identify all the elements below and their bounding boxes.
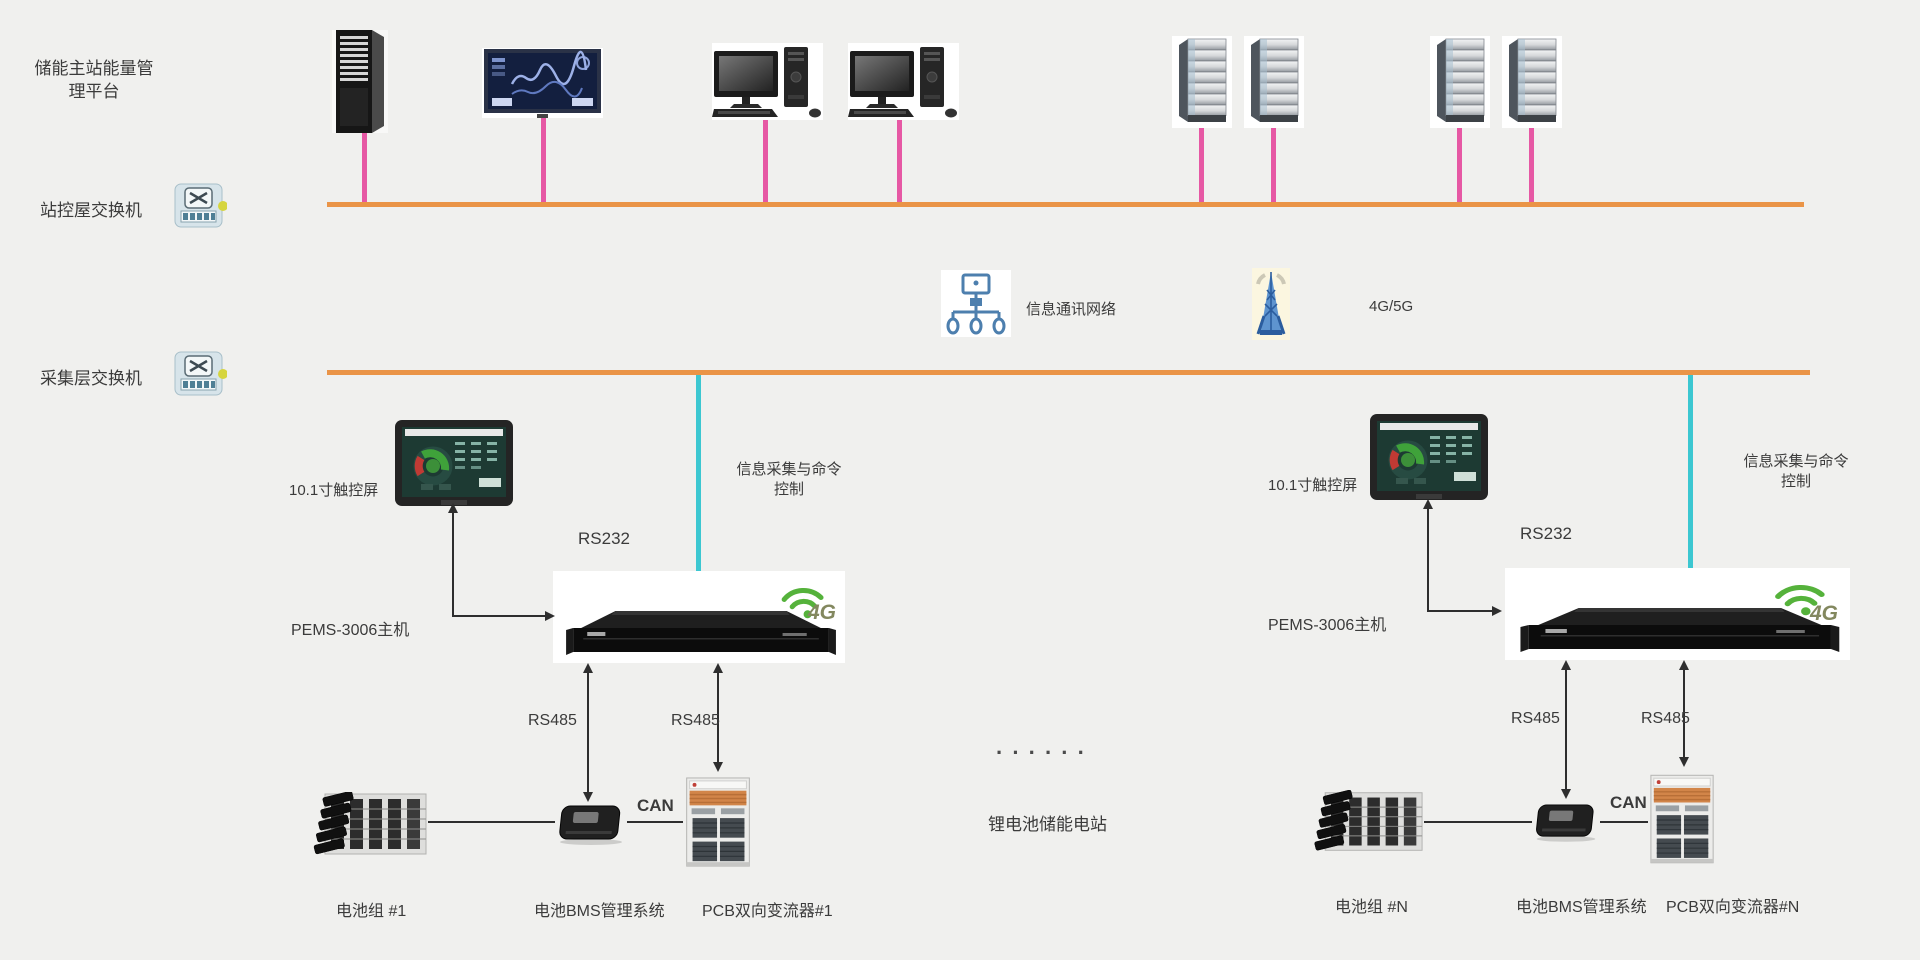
connector-host-pcs-2 [1683,668,1685,758]
arrowhead [1679,757,1689,767]
pems-host-icon-2: 4G [1505,568,1850,660]
pems-host-icon-1: 4G [553,571,845,663]
battery-label-2: 电池组 #N [1335,899,1408,916]
station-name-label: 锂电池储能电站 [988,815,1107,834]
arrowhead [1423,499,1433,509]
arrowhead [583,792,593,802]
rs485-bms-label-1: RS485 [528,712,577,729]
uplink-desktop-2 [897,119,902,202]
pems-label-1: PEMS-3006主机 [291,622,410,639]
touchscreen-icon-2 [1370,414,1488,502]
uplink-desktop-1 [763,119,768,202]
connector-host-bms-2 [1565,668,1567,790]
arrowhead [1679,660,1689,670]
station-switch-label: 站控屋交换机 [40,201,142,220]
connector-host-bms-1 [587,671,589,793]
can-label-1: CAN [637,796,674,815]
connector-battery-bms-1 [428,821,555,823]
platform-label: 储能主站能量管理平台 [34,59,154,101]
rs485-pcs-label-1: RS485 [671,712,720,729]
pcs-cabinet-icon-2 [1650,774,1714,864]
uplink-rack-2 [1271,127,1276,202]
connector-host-touch-2 [1427,508,1429,612]
connector-bms-pcs-1 [627,821,683,823]
uplink-rack-1 [1199,127,1204,202]
pcs-label-1: PCB双向变流器#1 [702,903,833,920]
can-label-2: CAN [1610,793,1647,812]
pcs-label-2: PCB双向变流器#N [1666,899,1800,916]
rack-server-icon-1 [1172,36,1232,128]
station-layer-bus [327,202,1804,207]
battery-pack-icon-2 [1306,790,1423,852]
server-tower-icon [332,30,388,133]
uplink-server-tower [362,131,367,202]
arrowhead [545,611,555,621]
desktop-computer-icon-1 [712,43,823,120]
connector-host-touch-1 [452,512,454,617]
arrowhead [713,663,723,673]
bms-label-2: 电池BMS管理系统 [1516,899,1647,916]
network-icon [941,270,1011,337]
rs232-label-1: RS232 [578,529,630,548]
arrowhead [1492,606,1502,616]
antenna-tower-icon [1252,268,1290,340]
touchscreen-icon-1 [395,420,513,508]
desktop-computer-icon-2 [848,43,959,120]
connector-host-touch-1b [452,615,546,617]
bms-device-icon-2 [1535,804,1596,843]
touchscreen-label-1: 10.1寸触控屏 [289,482,379,499]
downlink-host-1 [696,375,701,571]
connector-battery-bms-2 [1424,821,1532,823]
ellipsis-dots: ······ [996,740,1094,765]
collect-switch-label: 采集层交换机 [40,369,142,388]
touchscreen-label-2: 10.1寸触控屏 [1268,477,1358,494]
uplink-rack-4 [1529,127,1534,202]
arrowhead [448,503,458,513]
rack-server-icon-2 [1244,36,1304,128]
pems-label-2: PEMS-3006主机 [1268,617,1387,634]
switch-icon-station [173,182,227,229]
host-4g-badge-2: 4G [1809,602,1838,625]
connector-bms-pcs-2 [1600,821,1648,823]
pcs-cabinet-icon-1 [685,777,751,867]
uplink-rack-3 [1457,127,1462,202]
switch-icon-collect [173,350,227,397]
uplink-dashboard [541,117,546,202]
rs485-pcs-label-2: RS485 [1641,710,1690,727]
connector-host-touch-2b [1427,610,1493,612]
connector-host-pcs-1 [717,671,719,763]
cellular-label: 4G/5G [1369,298,1414,315]
bms-label-1: 电池BMS管理系统 [534,903,665,920]
arrowhead [1561,789,1571,799]
rack-server-icon-4 [1502,36,1562,128]
rack-server-icon-3 [1430,36,1490,128]
cmd-label-1: 信息采集与命令控制 [736,461,842,499]
rs485-bms-label-2: RS485 [1511,710,1560,727]
cmd-label-2: 信息采集与命令控制 [1743,453,1849,491]
battery-pack-icon-1 [305,792,427,855]
collect-layer-bus [327,370,1810,375]
arrowhead [1561,660,1571,670]
dashboard-screen-icon [482,48,603,118]
host-4g-badge-1: 4G [807,601,836,624]
network-label: 信息通讯网络 [1026,301,1117,318]
arrowhead [583,663,593,673]
bms-device-icon-1 [558,805,623,845]
arrowhead [713,762,723,772]
downlink-host-2 [1688,375,1693,568]
rs232-label-2: RS232 [1520,524,1572,543]
battery-label-1: 电池组 #1 [336,903,407,920]
